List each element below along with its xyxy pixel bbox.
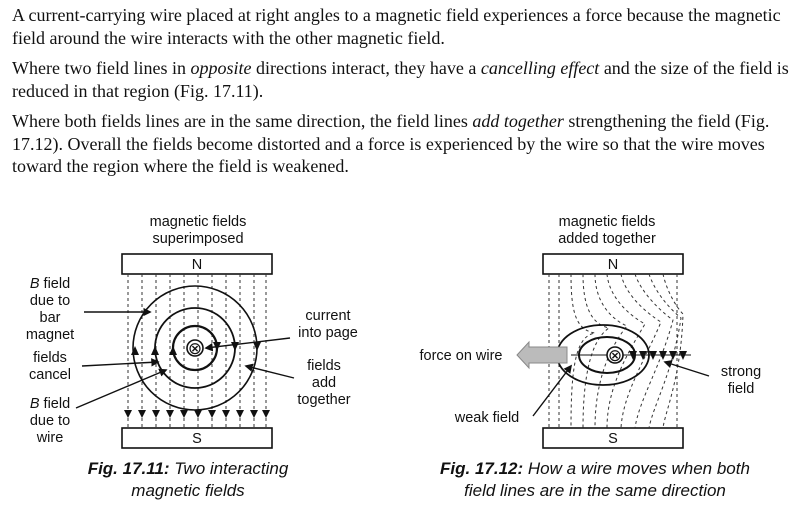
north-pole-label: N — [192, 257, 202, 273]
distorted-field-lines — [548, 273, 684, 429]
figure-17-11-diagram: magnetic fields superimposed N S ⊗ B fie… — [26, 214, 358, 500]
b-field-wire-label-line2: due to — [30, 413, 70, 429]
force-arrow — [516, 340, 568, 370]
fig1-caption-line1: Fig. 17.11: Two interacting — [88, 459, 289, 478]
north-pole-label: N — [608, 257, 618, 273]
field-arrowheads — [124, 410, 270, 418]
paragraph-1: A current-carrying wire placed at right … — [12, 5, 781, 48]
emphasis-opposite: opposite — [190, 58, 252, 78]
current-label-line1: current — [305, 308, 350, 324]
wire-cross-section — [606, 346, 624, 364]
emphasis-cancelling: cancelling effect — [480, 58, 600, 78]
fig2-caption-line2: field lines are in the same direction — [464, 481, 726, 500]
emphasis-add-together: add together — [472, 111, 564, 131]
figure-17-12-diagram: magnetic fields added together N S ⊗ for… — [419, 214, 761, 500]
weak-field-pointer — [532, 364, 573, 417]
fig1-title-line1: magnetic fields — [150, 214, 247, 230]
strong-field-pointer — [663, 360, 710, 377]
figure-17-12: magnetic fields added together N S ⊗ for… — [395, 210, 795, 525]
cancel-pointer — [81, 358, 160, 367]
wire-field-pointer — [75, 368, 168, 409]
b-field-wire-label-line1: B field — [30, 396, 70, 412]
b-field-magnet-label-line4: magnet — [26, 327, 74, 343]
strong-field-label-line1: strong — [721, 364, 761, 380]
force-on-wire-label: force on wire — [419, 348, 502, 364]
fig2-caption-line1: Fig. 17.12: How a wire moves when both — [440, 459, 750, 478]
north-pole-bar — [121, 253, 273, 275]
paragraph-2: Where two field lines in opposite direct… — [12, 58, 789, 101]
fig1-title-line2: superimposed — [152, 231, 243, 247]
fields-add-label-line2: add — [312, 375, 336, 391]
south-pole-bar — [542, 427, 684, 449]
south-pole-bar — [121, 427, 273, 449]
strong-field-arrowheads — [629, 351, 687, 360]
b-field-magnet-label-line1: B field — [30, 276, 70, 292]
current-label-line2: into page — [298, 325, 358, 341]
fields-add-label-line1: fields — [307, 358, 341, 374]
b-field-wire-label-line3: wire — [36, 430, 64, 446]
wire-into-page-icon: ⊗ — [188, 339, 202, 358]
fig1-caption-line2: magnetic fields — [131, 481, 245, 500]
fields-cancel-label-line2: cancel — [29, 367, 71, 383]
weak-field-label: weak field — [454, 410, 519, 426]
figure-17-11: magnetic fields superimposed N S ⊗ B fie… — [10, 210, 370, 525]
body-text: A current-carrying wire placed at right … — [12, 4, 792, 186]
b-field-magnet-label-line2: due to — [30, 293, 70, 309]
add-pointer — [244, 363, 295, 379]
fields-cancel-label-line1: fields — [33, 350, 67, 366]
fig2-title-line2: added together — [558, 231, 656, 247]
current-pointer — [204, 337, 291, 352]
south-pole-label: S — [608, 431, 618, 447]
north-pole-bar — [542, 253, 684, 275]
paragraph-3: Where both fields lines are in the same … — [12, 111, 770, 176]
fig2-title-line1: magnetic fields — [559, 214, 656, 230]
strong-field-label-line2: field — [728, 381, 755, 397]
wire-cross-section — [186, 339, 204, 357]
wire-into-page-icon: ⊗ — [608, 346, 622, 365]
south-pole-label: S — [192, 431, 202, 447]
fields-add-label-line3: together — [297, 392, 350, 408]
b-field-magnet-label-line3: bar — [40, 310, 61, 326]
